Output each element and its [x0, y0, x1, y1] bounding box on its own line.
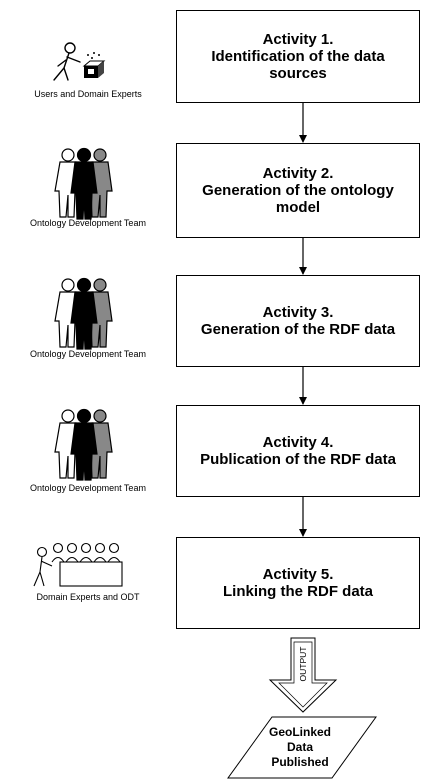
- result-text: GeoLinked Data Published: [248, 725, 352, 770]
- team-icon: [54, 277, 113, 350]
- role-3-label: Ontology Development Team: [30, 349, 146, 359]
- result-line-3: Published: [271, 755, 329, 769]
- role-1: Users and Domain Experts: [0, 0, 176, 110]
- user-with-box-icon: [53, 42, 106, 81]
- activity-2-box: Activity 2. Generation of the ontology m…: [176, 143, 420, 238]
- output-arrow: OUTPUT: [268, 637, 338, 713]
- activity-5-box: Activity 5. Linking the RDF data: [176, 537, 420, 629]
- activity-1-line-2: Identification of the data: [211, 48, 385, 65]
- activity-5-line-2: Linking the RDF data: [223, 583, 373, 600]
- activity-1-line-3: sources: [269, 65, 327, 82]
- meeting-icon: [33, 542, 123, 587]
- activity-1-box: Activity 1. Identification of the data s…: [176, 10, 420, 103]
- activity-4-box: Activity 4. Publication of the RDF data: [176, 405, 420, 497]
- role-5-label: Domain Experts and ODT: [36, 592, 140, 602]
- activity-5-line-1: Activity 5.: [262, 566, 334, 583]
- activity-3-box: Activity 3. Generation of the RDF data: [176, 275, 420, 367]
- team-icon: [54, 408, 113, 481]
- role-4-label: Ontology Development Team: [30, 483, 146, 493]
- activity-2-line-1: Activity 2.: [262, 165, 334, 182]
- role-1-label: Users and Domain Experts: [34, 89, 142, 99]
- activity-4-line-1: Activity 4.: [262, 434, 334, 451]
- role-2: Ontology Development Team: [0, 143, 176, 243]
- role-2-label: Ontology Development Team: [30, 218, 146, 228]
- activity-2-line-2: Generation of the ontology: [202, 182, 394, 199]
- output-arrow-label: OUTPUT: [298, 647, 308, 682]
- activity-3-line-2: Generation of the RDF data: [200, 321, 396, 338]
- activity-1-line-1: Activity 1.: [262, 31, 334, 48]
- role-5: Domain Experts and ODT: [0, 538, 176, 638]
- role-4: Ontology Development Team: [0, 404, 176, 504]
- activity-4-line-2: Publication of the RDF data: [200, 451, 396, 468]
- result-parallelogram: [227, 716, 377, 779]
- box-icon: [82, 52, 106, 78]
- activity-2-line-3: model: [275, 199, 321, 216]
- result-line-1: GeoLinked: [268, 725, 331, 739]
- role-3: Ontology Development Team: [0, 273, 176, 373]
- team-icon: [54, 147, 113, 220]
- result-line-2: Data: [286, 740, 313, 754]
- activity-3-line-1: Activity 3.: [262, 304, 334, 321]
